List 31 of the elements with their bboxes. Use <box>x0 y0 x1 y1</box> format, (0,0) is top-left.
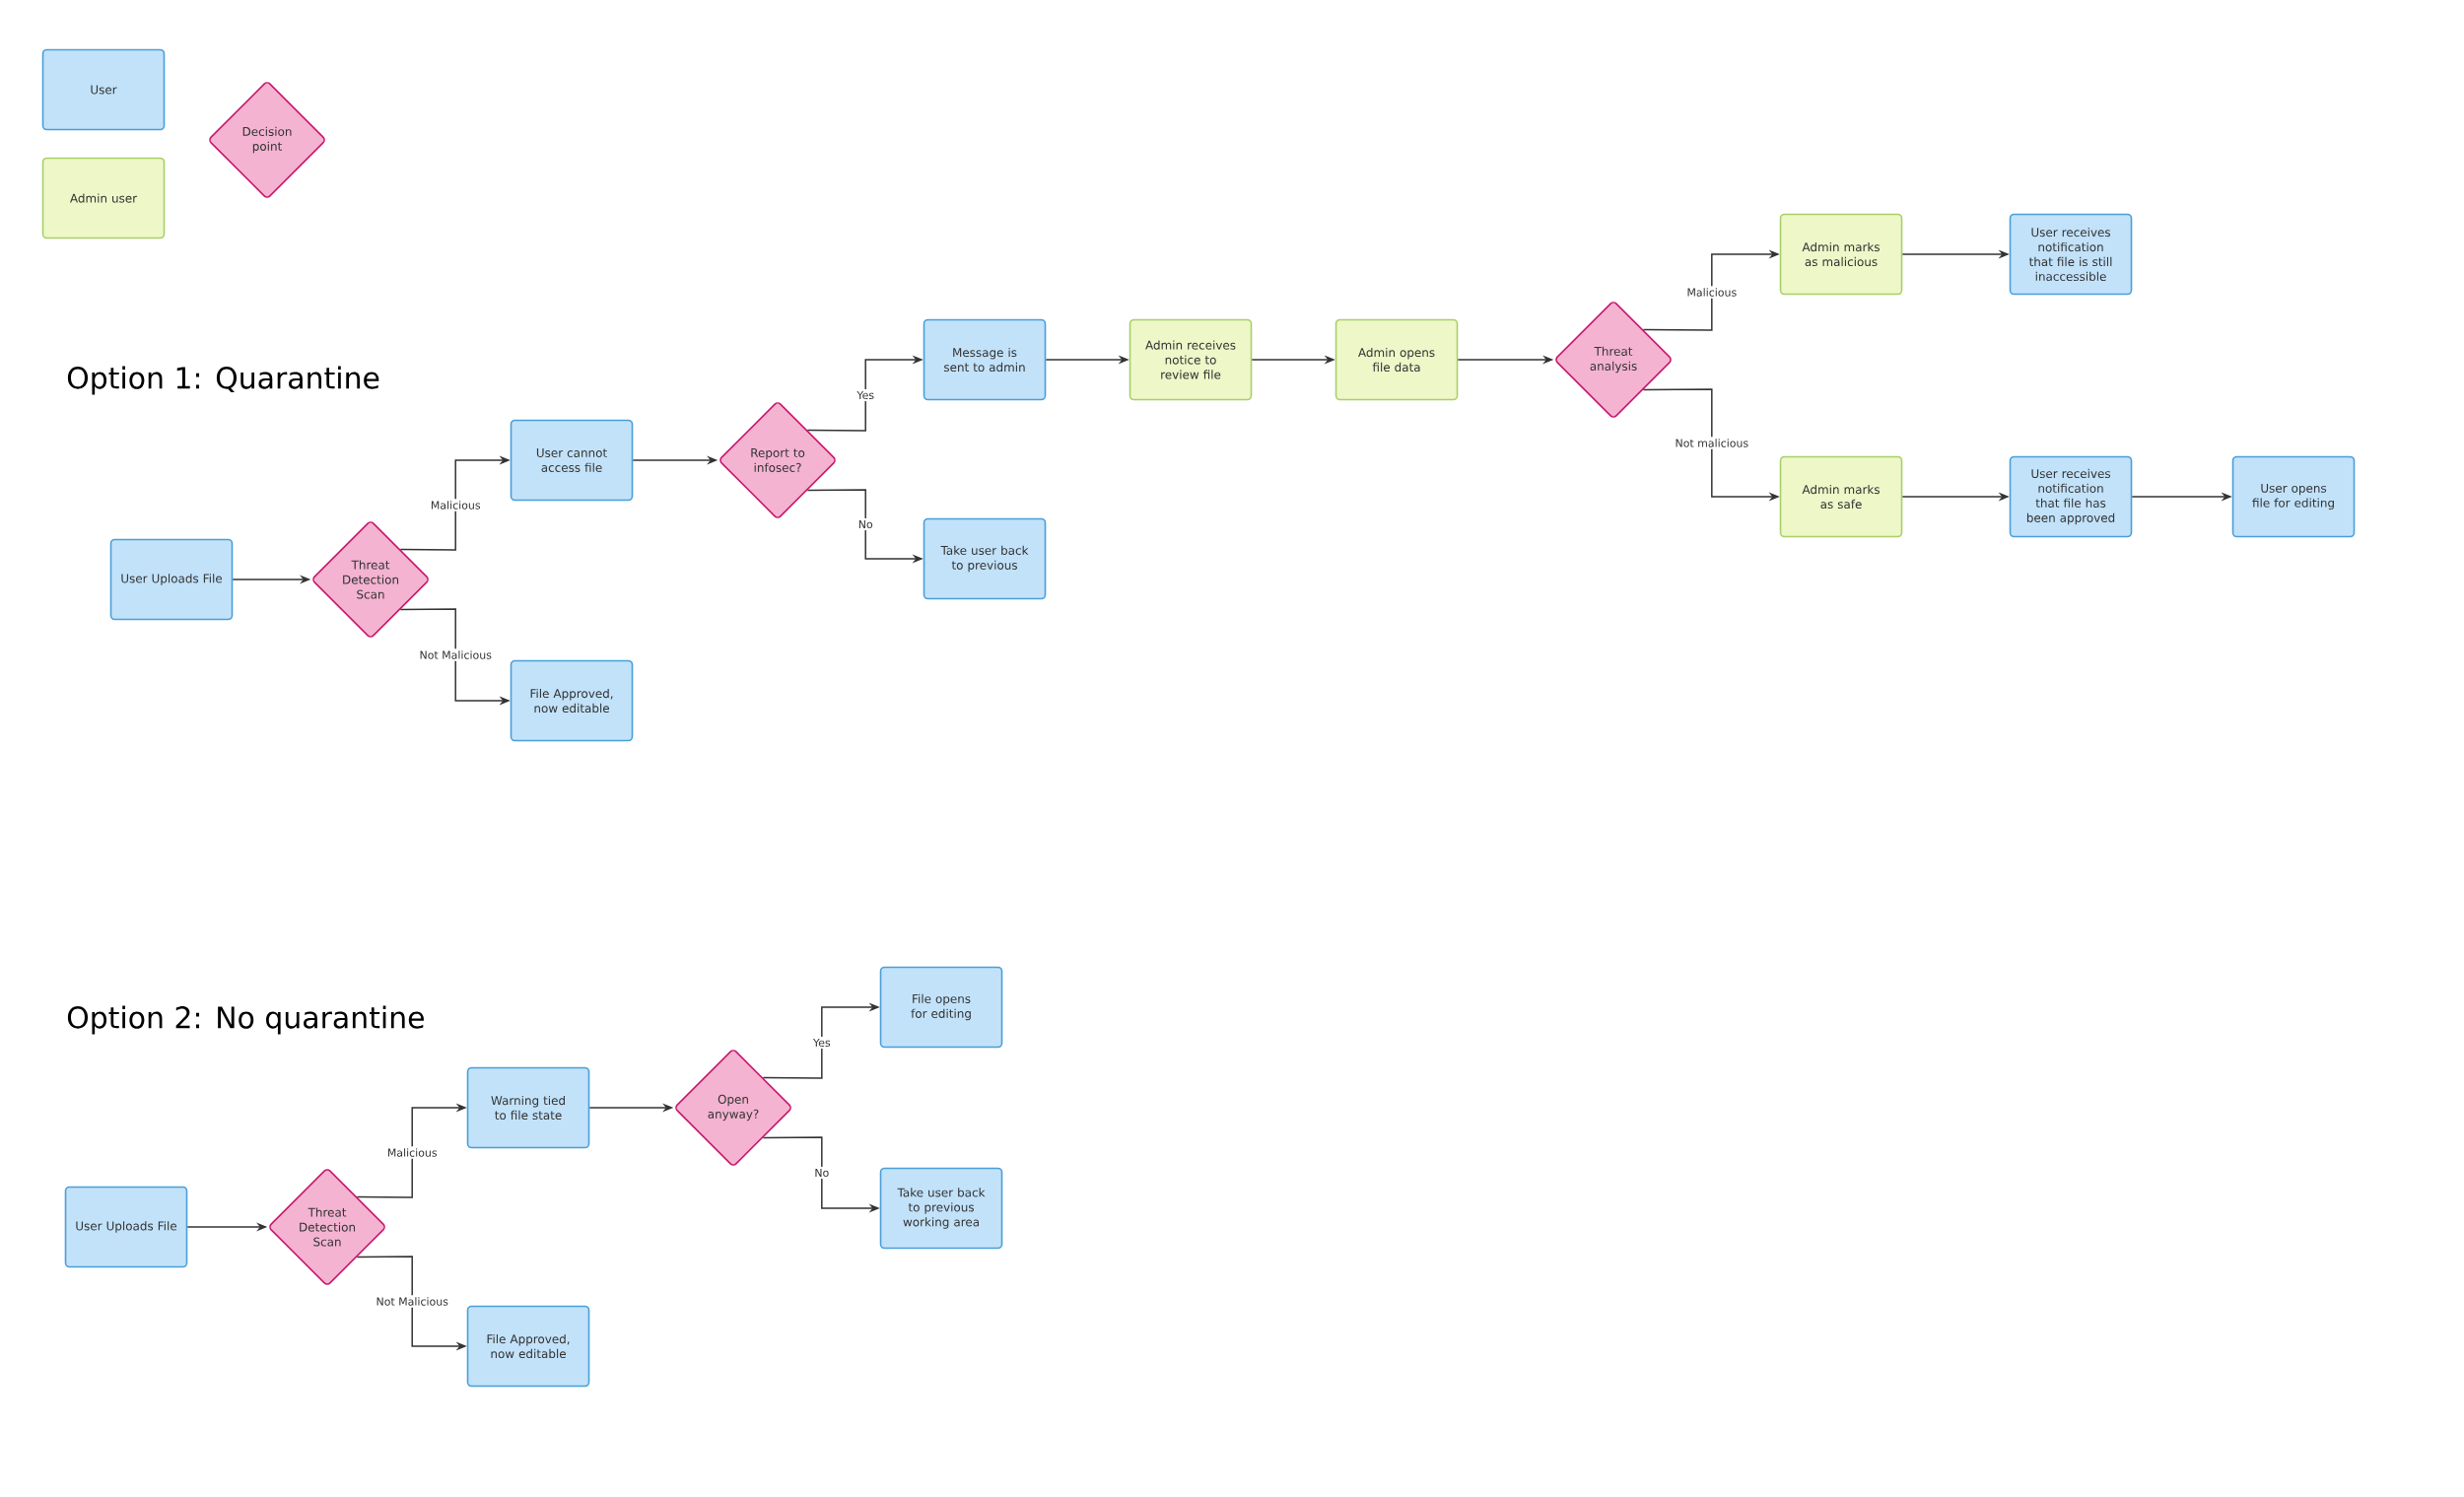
process-box: User receives notification that file has been approved <box>2009 455 2133 538</box>
process-box: User receives notification that file is still inaccessible <box>2009 213 2133 296</box>
process-box: File opens for editing <box>879 966 1003 1049</box>
edge-label: Malicious <box>384 1146 440 1159</box>
process-box: Admin user <box>41 157 166 239</box>
process-box: User cannot access file <box>510 419 634 502</box>
edge-label: Not Malicious <box>417 648 494 661</box>
edge-label: Not malicious <box>1673 437 1751 449</box>
edge-label: Yes <box>810 1036 833 1050</box>
process-box: Admin opens file data <box>1335 318 1459 401</box>
process-box: Admin marks as safe <box>1779 455 1903 538</box>
process-box: User Uploads File <box>64 1186 188 1268</box>
process-box: Admin marks as malicious <box>1779 213 1903 296</box>
edge-label: No <box>856 517 875 531</box>
process-box: User <box>41 48 166 131</box>
process-box: Message is sent to admin <box>923 318 1047 401</box>
process-box: Warning tied to file state <box>466 1066 590 1149</box>
edge-label: Not Malicious <box>374 1295 450 1308</box>
section-heading: Option 2: No quarantine <box>67 1005 424 1035</box>
process-box: Admin receives notice to review file <box>1129 318 1253 401</box>
section-heading: Option 1: Quarantine <box>67 366 379 395</box>
edge-label: Malicious <box>428 499 483 511</box>
edge-label: Yes <box>855 388 877 402</box>
process-box: Take user back to previous <box>923 517 1047 600</box>
process-box: File Approved, now editable <box>510 659 634 742</box>
edge-label: No <box>812 1166 832 1180</box>
process-box: Take user back to previous working area <box>879 1167 1003 1250</box>
process-box: File Approved, now editable <box>466 1305 590 1388</box>
process-box: User opens file for editing <box>2231 455 2356 538</box>
process-box: User Uploads File <box>109 538 234 621</box>
edge-label: Malicious <box>1684 286 1740 299</box>
